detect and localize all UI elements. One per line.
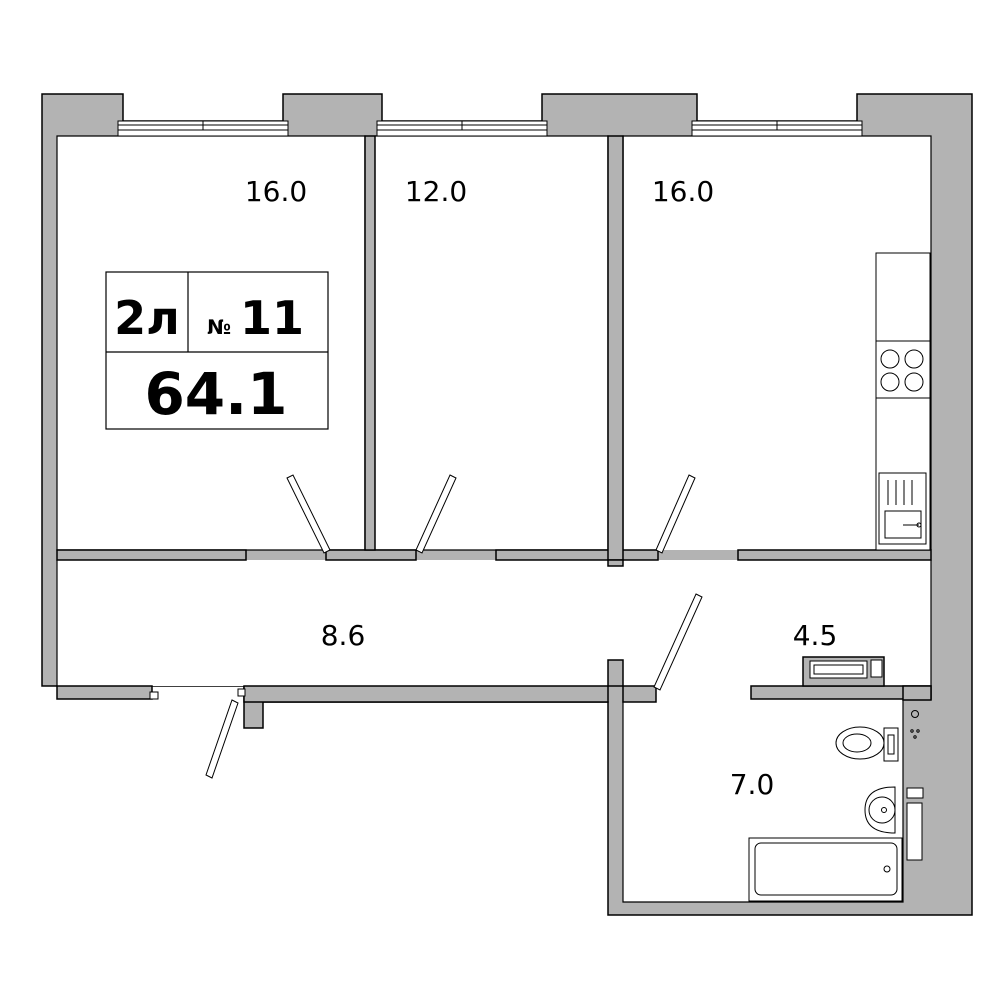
area-label-bathroom: 7.0 bbox=[730, 768, 775, 801]
area-label-bedroom-1: 16.0 bbox=[245, 175, 307, 208]
outer-walls bbox=[41, 93, 973, 916]
window-kitchen-living bbox=[691, 120, 863, 137]
riser-icons bbox=[906, 710, 924, 861]
window-bedroom-2 bbox=[376, 120, 548, 137]
area-label-toilet: 4.5 bbox=[793, 619, 838, 652]
badge-total-area: 64.1 bbox=[144, 360, 287, 428]
entrance-jamb-left bbox=[149, 691, 159, 700]
doors bbox=[149, 474, 703, 779]
area-label-bedroom-2: 12.0 bbox=[405, 175, 467, 208]
interior-walls bbox=[56, 135, 932, 703]
apartment-badge: 2л № 11 64.1 bbox=[105, 271, 329, 430]
kitchen-fixtures bbox=[875, 252, 931, 551]
door-entrance bbox=[205, 699, 239, 779]
badge-rooms-code: 2л bbox=[114, 291, 180, 345]
bathroom-fixtures bbox=[748, 710, 924, 902]
badge-number-sign: № bbox=[207, 315, 231, 339]
stove-icon bbox=[880, 349, 924, 392]
bathtub-icon bbox=[748, 837, 903, 902]
entrance-jamb-right bbox=[237, 688, 246, 697]
room-area-labels: 16.0 12.0 16.0 8.6 4.5 7.0 bbox=[245, 175, 837, 801]
door-bedroom-2 bbox=[415, 474, 457, 554]
toilet-room-fixtures bbox=[809, 659, 883, 679]
toilet-icon bbox=[835, 726, 899, 762]
kitchen-sink-icon bbox=[878, 472, 927, 545]
door-bedroom-1 bbox=[286, 474, 331, 554]
windows bbox=[117, 120, 863, 137]
water-heater bbox=[809, 660, 868, 679]
door-bathroom bbox=[653, 593, 703, 691]
area-label-hallway: 8.6 bbox=[321, 619, 366, 652]
window-bedroom-1 bbox=[117, 120, 289, 137]
washbasin-icon bbox=[864, 786, 896, 834]
kitchen-counter bbox=[875, 252, 931, 551]
area-label-kitchen-living: 16.0 bbox=[652, 175, 714, 208]
badge-apartment-number: 11 bbox=[240, 291, 304, 345]
door-kitchen bbox=[655, 474, 696, 554]
valve-box bbox=[870, 659, 883, 678]
